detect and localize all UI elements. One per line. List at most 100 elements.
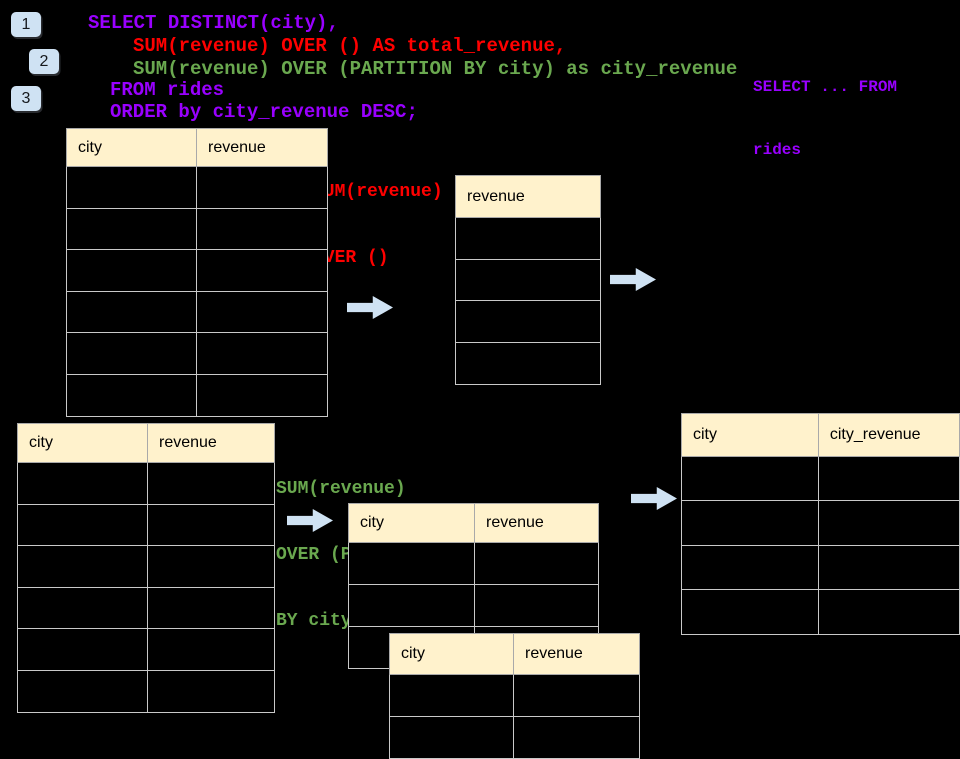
side-note-line: SELECT ... FROM — [753, 78, 898, 96]
table-row — [17, 586, 275, 630]
empty-cell — [389, 716, 514, 759]
empty-cell — [66, 373, 197, 417]
empty-cell — [389, 674, 514, 717]
empty-cell — [455, 217, 601, 260]
table-row — [66, 290, 328, 334]
table-row — [66, 249, 328, 292]
table-row — [681, 589, 960, 635]
empty-cell — [455, 258, 601, 302]
annotation-line: SUM(revenue) — [276, 479, 406, 499]
column-header-city-revenue: city_revenue — [817, 413, 960, 457]
table-row — [455, 258, 601, 302]
empty-cell — [147, 545, 275, 588]
column-header-city: city — [348, 503, 475, 543]
empty-cell — [147, 503, 275, 547]
empty-cell — [66, 166, 197, 209]
column-header-city: city — [66, 128, 197, 167]
table-row — [66, 166, 328, 209]
empty-cell — [66, 290, 197, 334]
empty-cell — [196, 249, 328, 292]
table-row — [681, 455, 960, 502]
sql-line-from: FROM rides — [110, 79, 225, 101]
table-row — [455, 342, 601, 385]
table-row — [681, 544, 960, 591]
sql-line-select: SELECT DISTINCT(city), — [88, 12, 339, 34]
empty-cell — [147, 586, 275, 630]
empty-cell — [474, 542, 599, 585]
empty-cell — [66, 207, 197, 251]
table-source-bottom: city revenue — [17, 423, 275, 713]
empty-cell — [817, 589, 960, 635]
table-source-top: city revenue — [66, 128, 328, 417]
column-header-revenue: revenue — [455, 175, 601, 218]
right-arrow-icon — [631, 487, 677, 510]
empty-cell — [681, 589, 819, 635]
empty-cell — [147, 628, 275, 671]
table-row — [17, 462, 275, 505]
table-row — [66, 373, 328, 417]
empty-cell — [817, 455, 960, 502]
side-note-line: rides — [753, 141, 802, 159]
right-arrow-icon — [610, 268, 656, 291]
table-row — [681, 500, 960, 546]
table-row — [17, 503, 275, 547]
empty-cell — [17, 462, 148, 505]
empty-cell — [455, 300, 601, 344]
column-header-revenue: revenue — [513, 633, 640, 675]
column-header-revenue: revenue — [147, 423, 275, 463]
sql-line-order-by: ORDER by city_revenue DESC; — [110, 101, 418, 123]
empty-cell — [17, 503, 148, 547]
step-badge-2: 2 — [29, 49, 59, 74]
column-header-city: city — [389, 633, 514, 675]
empty-cell — [817, 500, 960, 546]
empty-cell — [513, 674, 640, 717]
empty-cell — [474, 584, 599, 627]
table-row — [455, 300, 601, 344]
table-total-revenue-result: revenue — [455, 175, 601, 385]
empty-cell — [681, 500, 819, 546]
table-row — [389, 716, 640, 759]
empty-cell — [17, 586, 148, 630]
right-arrow-icon — [347, 296, 393, 319]
empty-cell — [196, 166, 328, 209]
empty-cell — [17, 545, 148, 588]
sql-line-city-revenue: SUM(revenue) OVER (PARTITION BY city) as… — [133, 58, 738, 80]
empty-cell — [147, 462, 275, 505]
empty-cell — [196, 373, 328, 417]
empty-cell — [66, 249, 197, 292]
empty-cell — [17, 669, 148, 713]
empty-cell — [196, 290, 328, 334]
empty-cell — [196, 207, 328, 251]
table-row — [66, 332, 328, 375]
annotation-sum-over-all: SUM(revenue) OVER () — [313, 137, 443, 291]
empty-cell — [348, 584, 475, 627]
empty-cell — [513, 716, 640, 759]
column-header-revenue: revenue — [474, 503, 599, 543]
column-header-city: city — [17, 423, 148, 463]
step-badge-1: 1 — [11, 12, 41, 37]
step-badge-3: 3 — [11, 86, 41, 111]
empty-cell — [681, 455, 819, 502]
annotation-line: SUM(revenue) — [313, 182, 443, 202]
empty-cell — [681, 544, 819, 591]
table-partition-2: city revenue — [389, 633, 640, 759]
table-partition-1: city revenue — [348, 503, 599, 669]
empty-cell — [147, 669, 275, 713]
table-row — [17, 669, 275, 713]
empty-cell — [455, 342, 601, 385]
empty-cell — [348, 542, 475, 585]
table-row — [455, 217, 601, 260]
empty-cell — [66, 332, 197, 375]
table-row — [389, 674, 640, 717]
empty-cell — [817, 544, 960, 591]
empty-cell — [196, 332, 328, 375]
table-row — [348, 542, 599, 585]
column-header-revenue: revenue — [196, 128, 328, 167]
table-city-revenue-result: city city_revenue — [681, 413, 960, 635]
table-row — [66, 207, 328, 251]
column-header-city: city — [681, 413, 819, 457]
side-note-select-from-rides: SELECT ... FROM rides — [753, 35, 897, 182]
table-row — [17, 628, 275, 671]
sql-line-total-revenue: SUM(revenue) OVER () AS total_revenue, — [133, 35, 567, 57]
annotation-line: OVER () — [313, 248, 389, 268]
